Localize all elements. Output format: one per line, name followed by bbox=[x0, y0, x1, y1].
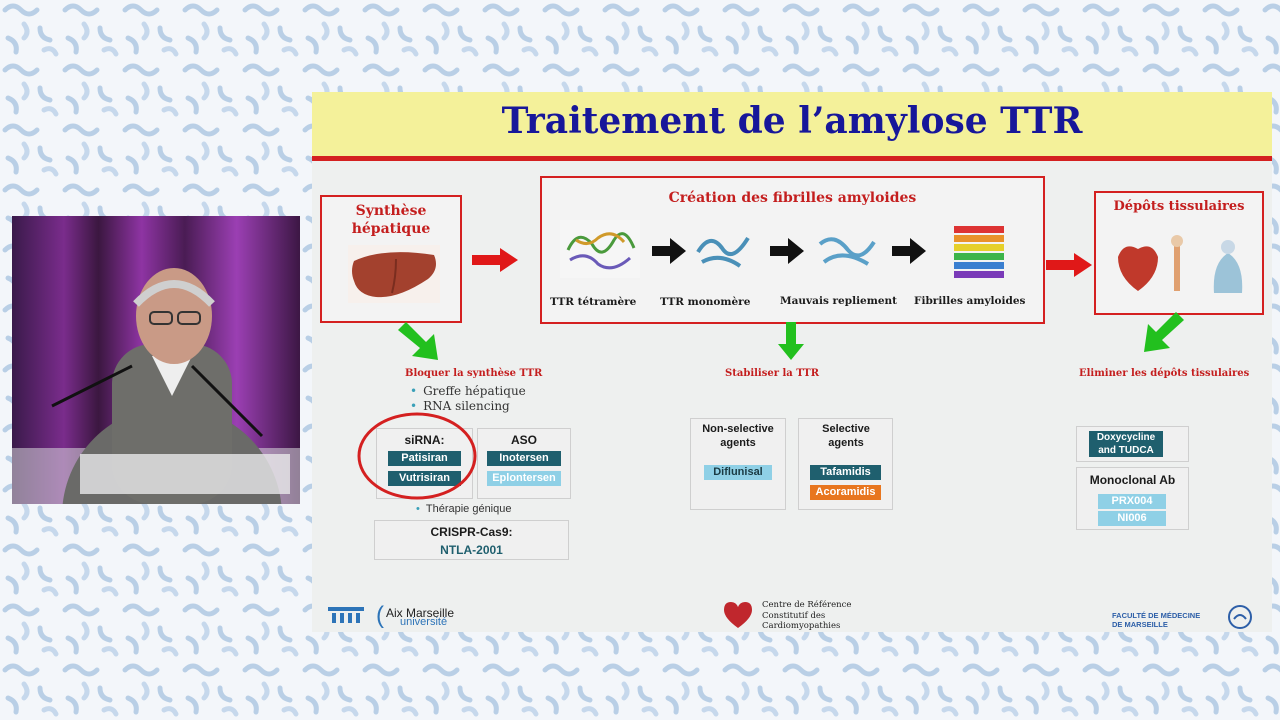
crispr-box: CRISPR-Cas9: NTLA-2001 bbox=[374, 520, 569, 560]
slide-title: Traitement de l’amylose TTR bbox=[501, 100, 1083, 142]
drug-tafamidis: Tafamidis bbox=[810, 465, 881, 480]
amu-line1: Aix Marseille bbox=[386, 606, 455, 620]
crispr-label: CRISPR-Cas9: bbox=[430, 525, 513, 539]
arrow-right-1 bbox=[472, 248, 518, 272]
creation-box: Création des fibrilles amyloides bbox=[540, 176, 1045, 324]
doxy-box: Doxycycline and TUDCA bbox=[1076, 426, 1189, 462]
arrow-black-1 bbox=[652, 238, 686, 264]
title-bar: Traitement de l’amylose TTR bbox=[312, 92, 1272, 161]
stabiliser-heading: Stabiliser la TTR bbox=[725, 368, 820, 379]
speaker-image bbox=[12, 268, 300, 504]
drug-diflunisal: Diflunisal bbox=[704, 465, 772, 480]
aso-box: ASO Inotersen Eplontersen bbox=[477, 428, 571, 499]
drug-acoramidis: Acoramidis bbox=[810, 485, 881, 500]
centre-line2: Constitutif des bbox=[762, 610, 826, 621]
centre-line1: Centre de Référence bbox=[762, 600, 852, 610]
depots-title: Dépôts tissulaires bbox=[1113, 199, 1245, 214]
drug-prx004: PRX004 bbox=[1098, 494, 1166, 509]
selective-label: Selective agents bbox=[822, 423, 870, 449]
amu-bracket: ( bbox=[376, 602, 384, 629]
drug-patisiran: Patisiran bbox=[388, 451, 461, 466]
stage-label-misfold: Mauvais repliement bbox=[780, 295, 898, 307]
speaker-video bbox=[12, 216, 300, 504]
heart-logo-icon bbox=[724, 602, 752, 628]
organs-image bbox=[1118, 235, 1243, 293]
eliminer-heading: Eliminer les dépôts tissulaires bbox=[1079, 368, 1250, 379]
arrow-black-2 bbox=[770, 238, 804, 264]
nonselective-label: Non-selective agents bbox=[702, 423, 774, 449]
bullet-rna-text: RNA silencing bbox=[423, 399, 510, 413]
selective-box: Selective agents Tafamidis Acoramidis bbox=[798, 418, 893, 510]
arrow-right-2 bbox=[1046, 253, 1092, 277]
bloquer-heading: Bloquer la synthèse TTR bbox=[405, 368, 543, 379]
amyloid-fibril-image bbox=[954, 226, 1004, 278]
crispr-drug: NTLA-2001 bbox=[440, 543, 503, 557]
highlight-circle bbox=[357, 412, 477, 500]
drug-eplontersen: Eplontersen bbox=[487, 471, 561, 486]
faculte-text: FACULTÉ DE MÉDECINE DE MARSEILLE bbox=[1112, 611, 1200, 629]
bullet-greffe: •Greffe hépatique bbox=[410, 384, 526, 398]
stage-label-tetramer: TTR tétramère bbox=[550, 296, 637, 308]
liver-image bbox=[348, 245, 440, 303]
depots-box: Dépôts tissulaires bbox=[1094, 191, 1264, 315]
presentation-slide: Traitement de l’amylose TTR Synthèse hép… bbox=[312, 92, 1272, 632]
monoclonal-box: Monoclonal Ab PRX004 NI006 bbox=[1076, 467, 1189, 530]
faculte-line1: FACULTÉ DE MÉDECINE bbox=[1112, 611, 1201, 620]
protein-misfold-image bbox=[818, 237, 876, 266]
sirna-label: siRNA: bbox=[404, 433, 445, 447]
faculte-logo-icon bbox=[1228, 605, 1252, 629]
arrow-down-green-2 bbox=[778, 322, 804, 360]
bullet-greffe-text: Greffe hépatique bbox=[423, 384, 526, 398]
protein-tetramer-image bbox=[560, 220, 640, 278]
protein-monomer-image bbox=[696, 236, 750, 268]
stage-label-fibrils: Fibrilles amyloides bbox=[914, 295, 1026, 307]
drug-vutrisiran: Vutrisiran bbox=[388, 471, 461, 486]
bullet-therapie: •Thérapie génique bbox=[416, 503, 512, 515]
stage-label-monomer: TTR monomère bbox=[660, 296, 751, 308]
creation-title: Création des fibrilles amyloides bbox=[668, 190, 917, 206]
synthese-title: Synthèse hépatique bbox=[351, 203, 431, 237]
nonselective-box: Non-selective agents Diflunisal bbox=[690, 418, 786, 510]
drug-ni006: NI006 bbox=[1098, 511, 1166, 526]
drug-doxycycline: Doxycycline and TUDCA bbox=[1089, 431, 1163, 457]
bullet-therapie-text: Thérapie génique bbox=[425, 503, 512, 515]
faculte-line2: DE MARSEILLE bbox=[1112, 620, 1168, 629]
synthese-box: Synthèse hépatique bbox=[320, 195, 462, 323]
monoclonal-label: Monoclonal Ab bbox=[1089, 473, 1176, 487]
centre-text: Centre de Référence Constitutif des Card… bbox=[762, 600, 851, 632]
aso-label: ASO bbox=[510, 433, 537, 447]
centre-line3: Cardiomyopathies bbox=[762, 621, 841, 631]
arrow-black-3 bbox=[892, 238, 926, 264]
bullet-rna: •RNA silencing bbox=[410, 399, 510, 413]
amu-logo-icon bbox=[328, 607, 364, 623]
arrow-down-green-1 bbox=[398, 322, 438, 360]
arrow-down-green-3 bbox=[1144, 312, 1184, 352]
drug-inotersen: Inotersen bbox=[487, 451, 561, 466]
amu-line2: université bbox=[400, 616, 448, 628]
